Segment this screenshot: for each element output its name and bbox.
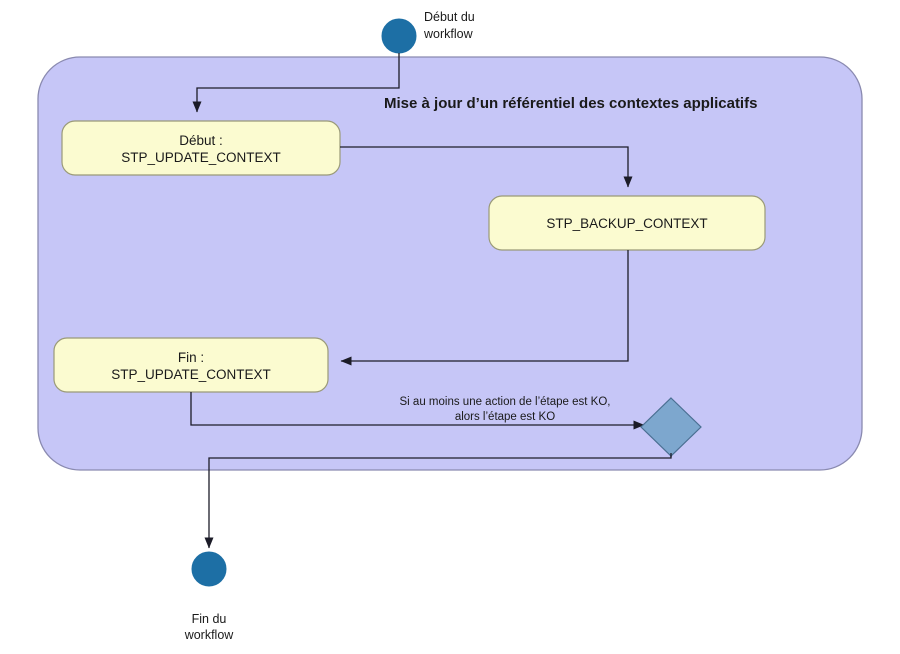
flow-decision-to-end [204,456,672,549]
flow-fin-to-decision [190,392,645,430]
frame-title: Mise à jour d’un référentiel des context… [384,95,757,112]
flow-backup-to-fin [340,250,629,366]
flow-debut-to-backup [340,146,633,188]
activity-backup-label-line1: STP_BACKUP_CONTEXT [546,216,707,231]
end-node [191,551,227,587]
activity-debut-label-line2: STP_UPDATE_CONTEXT [121,150,281,165]
activity-fin-update-context[interactable] [53,337,329,393]
start-node-caption-line2: workflow [423,27,474,41]
flow-start-to-debut [192,53,400,113]
guard-label-line1: Si au moins une action de l’étape est KO… [400,396,611,408]
activity-debut-label-line1: Début : [179,133,223,148]
end-node-caption-line2: workflow [184,628,235,642]
start-node-caption-line1: Début du [424,10,475,24]
end-node-caption-line1: Fin du [192,612,227,626]
activity-fin-label-line2: STP_UPDATE_CONTEXT [111,367,271,382]
activity-fin-label-line1: Fin : [178,350,204,365]
start-node [381,18,417,54]
activity-frame [37,56,863,471]
activity-backup-context[interactable] [488,195,766,251]
activity-debut-update-context[interactable] [61,120,341,176]
guard-label-line2: alors l’étape est KO [455,411,555,423]
